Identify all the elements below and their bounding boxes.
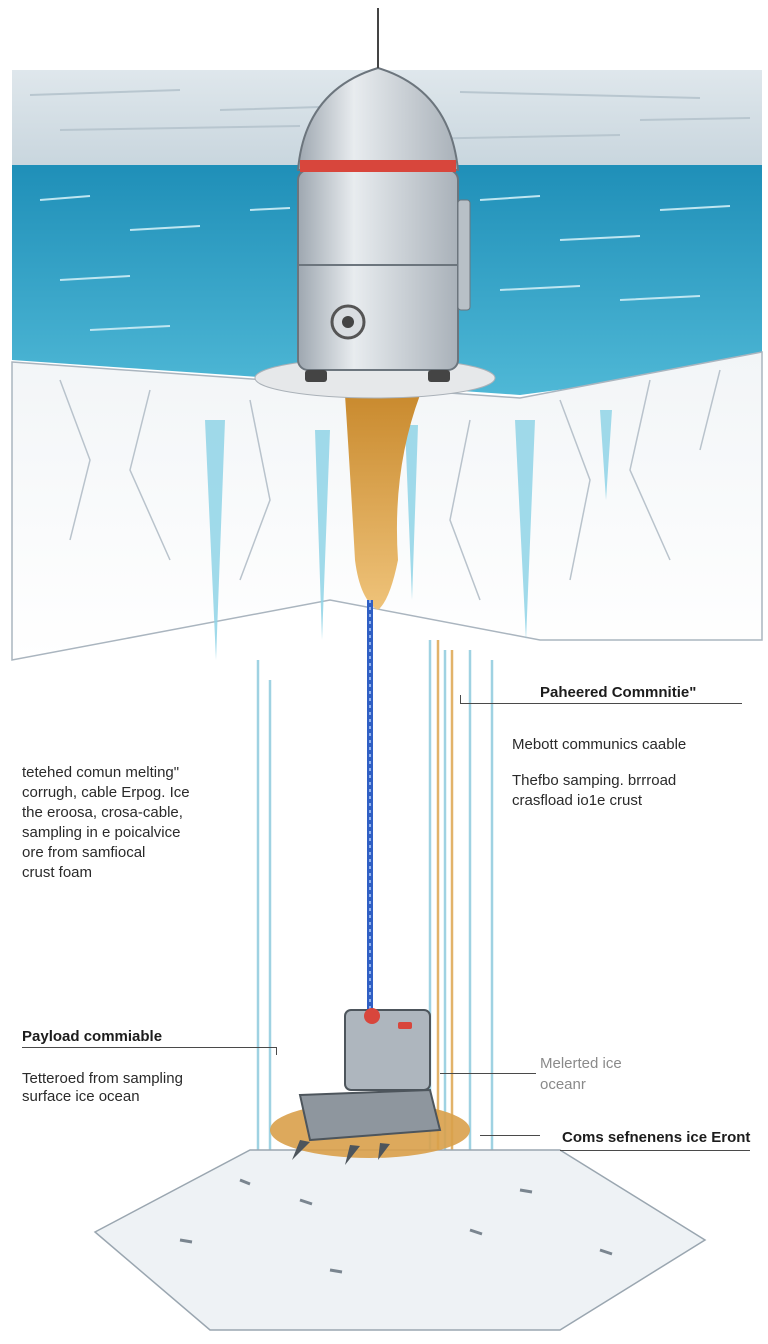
label-left-line-4: sampling in e poicalvice	[22, 824, 181, 841]
payload-drill-tips	[292, 1140, 390, 1165]
cliff-cracks	[59, 369, 721, 601]
label-left-line-6: crust foam	[22, 864, 93, 881]
label-melted-line-2: oceanr	[540, 1076, 586, 1093]
label-payload-title: Payload commiable	[22, 1028, 163, 1045]
melt-streams	[436, 640, 454, 1180]
label-melted-line-1: Melerted ice	[540, 1055, 622, 1072]
label-right-line-3: crasfload io1e crust	[512, 792, 643, 809]
leader-top-right-drop	[460, 695, 461, 703]
water-streams	[256, 640, 494, 1200]
probe-foot-right	[428, 370, 450, 382]
leader-payload	[22, 1047, 276, 1048]
payload-sampler-arm	[298, 1088, 442, 1142]
probe-side-panel	[457, 199, 471, 311]
leader-ice-front	[480, 1135, 540, 1136]
probe-foot-left	[305, 370, 327, 382]
label-ice-front: Coms sefnenens ice Eront	[562, 1129, 751, 1146]
probe-nose-cone	[296, 66, 460, 171]
payload-red-cap	[364, 1008, 380, 1024]
label-payload-line-2: surface ice ocean	[22, 1088, 140, 1105]
ice-floor-debris	[179, 1178, 613, 1274]
icicle-drips	[205, 410, 612, 660]
meltwater-channel	[345, 395, 420, 610]
payload-body	[344, 1009, 431, 1091]
leader-payload-drop	[276, 1047, 277, 1055]
probe-red-band	[300, 160, 456, 172]
label-left-line-3: the eroosa, crosa-cable,	[22, 804, 183, 821]
leader-ice-front-under	[560, 1150, 750, 1151]
leader-top-right	[460, 703, 742, 704]
payload-red-button	[398, 1022, 412, 1029]
label-right-line-1: Mebott communics caable	[512, 736, 687, 753]
probe-body	[297, 169, 459, 371]
ice-floor	[93, 1149, 707, 1331]
label-left-line-2: corrugh, cable Erpog. Ice	[22, 784, 190, 801]
label-payload-line-1: Tetteroed from sampling	[22, 1070, 183, 1087]
label-right-line-2: Thefbo samping. brrroad	[512, 772, 677, 789]
label-top-right-title: Paheered Commnitie"	[540, 684, 697, 701]
leader-melted	[440, 1073, 536, 1074]
probe-camera-lens	[342, 316, 354, 328]
label-left-line-5: ore from samfiocal	[22, 844, 146, 861]
label-left-line-1: tetehed comun melting"	[22, 764, 180, 781]
ocean-waves	[39, 195, 731, 331]
